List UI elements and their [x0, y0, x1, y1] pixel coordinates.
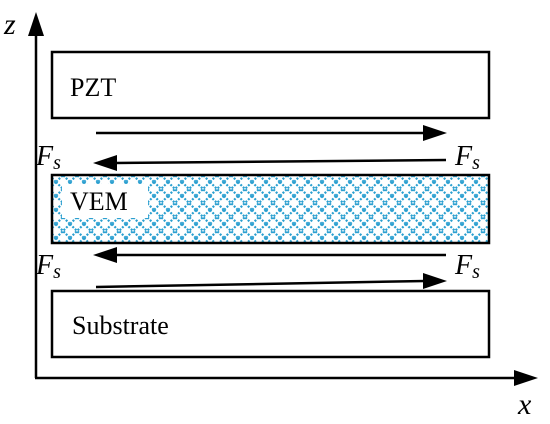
x-axis [35, 370, 538, 386]
substrate-layer [50, 289, 491, 359]
substrate-label: Substrate [72, 311, 169, 340]
force-label-lower-right: Fs [454, 250, 480, 283]
force-label-lower-left: Fs [35, 250, 61, 283]
x-axis-label: x [517, 388, 532, 421]
vem-label: VEM [70, 187, 128, 216]
pzt-layer [50, 50, 491, 120]
force-label-upper-left: Fs [35, 141, 61, 174]
pzt-label: PZT [70, 73, 116, 102]
upper-right-arrow [96, 125, 447, 141]
z-axis [28, 12, 44, 378]
vem-label-background [62, 184, 148, 218]
force-label-upper-right: Fs [454, 141, 480, 174]
lower-right-arrow [95, 273, 447, 289]
lower-left-arrow [93, 247, 446, 263]
z-axis-label: z [3, 8, 16, 41]
upper-left-arrow [93, 155, 447, 171]
